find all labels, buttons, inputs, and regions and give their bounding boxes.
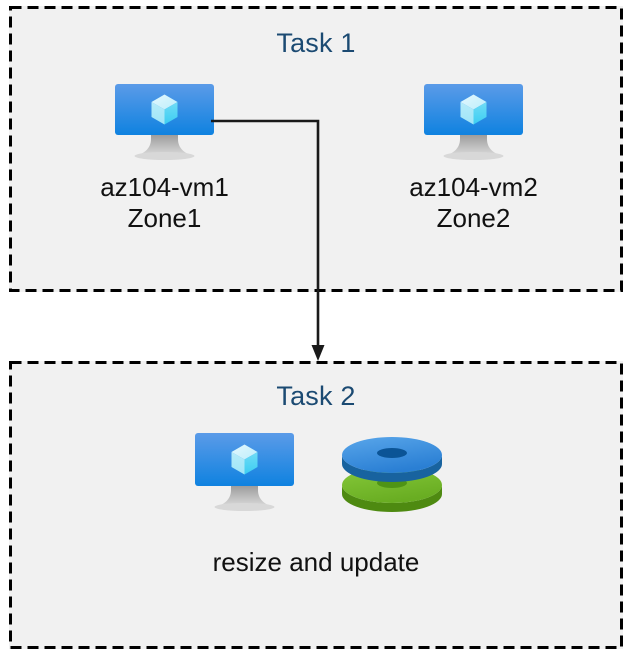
arrowhead-icon [311,345,325,361]
virtual-machine-icon [424,84,523,160]
task2-title: Task 2 [276,381,356,411]
disk-blue [341,437,442,482]
node-label-az104-vm2: az104-vm2 Zone2 [409,172,538,233]
node-az104-vm2[interactable]: az104-vm2 Zone2 [371,84,576,233]
disks-icon [341,437,442,512]
node-label-resize-and-update: resize and update [212,547,420,577]
node-label-az104-vm1: az104-vm1 Zone1 [100,172,229,233]
task1-title: Task 1 [276,28,356,58]
virtual-machine-icon [194,433,294,511]
task2-container: Task 2 [9,361,623,649]
node-az104-vm1[interactable]: az104-vm1 Zone1 [62,84,267,233]
virtual-machine-icon [115,84,214,160]
node-resize-and-update[interactable]: resize and update [119,433,513,578]
task1-container: Task 1 [9,6,623,292]
